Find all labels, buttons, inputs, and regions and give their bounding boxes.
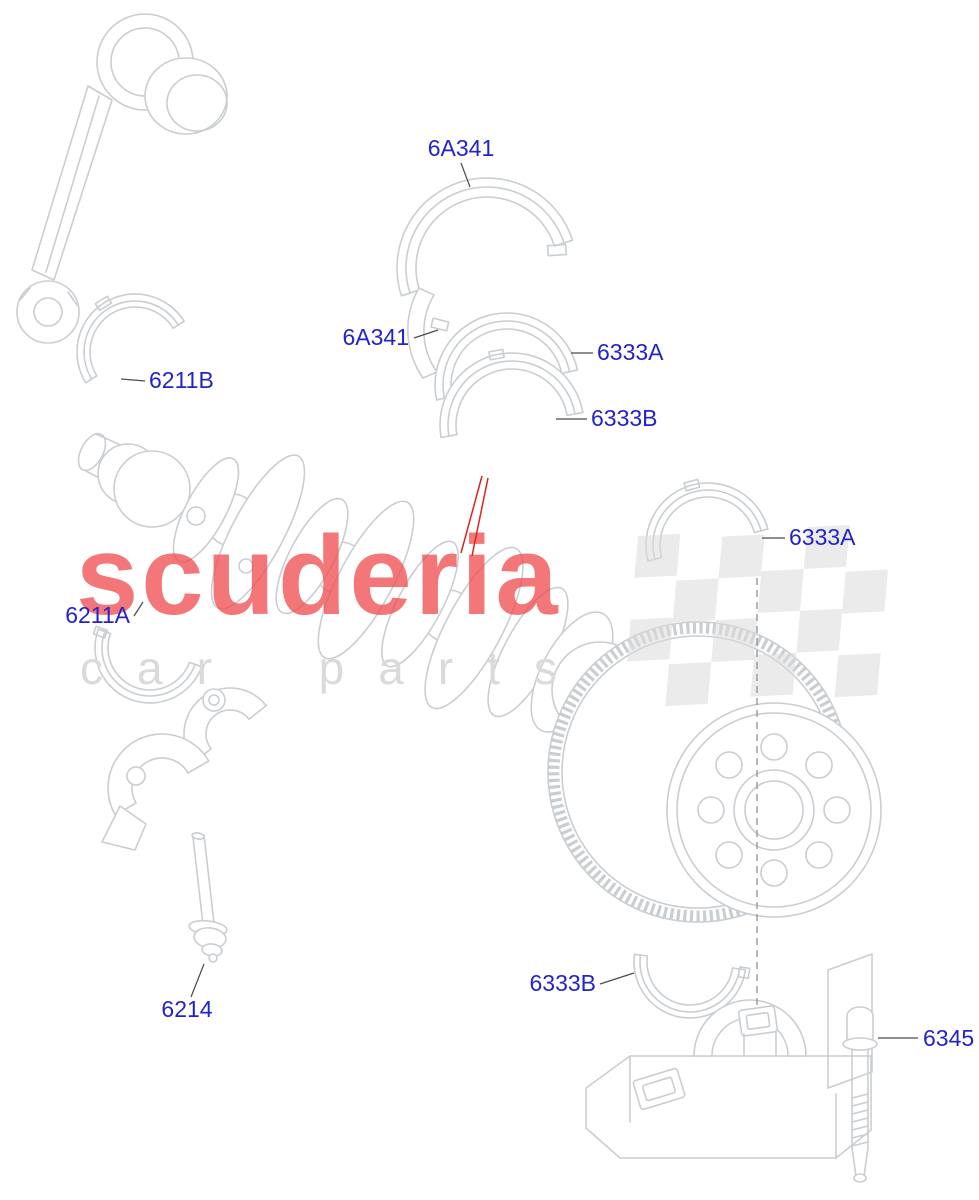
watermark-tagline-text: car parts xyxy=(80,642,591,694)
part-label-6211B[interactable]: 6211B xyxy=(149,367,214,393)
rod-cap-drawing xyxy=(101,687,268,851)
red-callout-line-2 xyxy=(471,477,489,557)
main-cap-bolt-6345-drawing xyxy=(842,1006,878,1183)
main-bearing-shell-6333A-right-drawing xyxy=(645,478,769,562)
rod-bearing-shell-6211B-drawing xyxy=(76,293,185,384)
part-label-6333A-center[interactable]: 6333A xyxy=(597,339,664,365)
watermark-brand-text: scuderia xyxy=(76,513,561,638)
main-bearing-shell-6333B-center-drawing xyxy=(439,348,584,439)
part-label-6333B-center[interactable]: 6333B xyxy=(591,405,658,431)
checkered-flag-watermark xyxy=(627,524,889,707)
main-bearing-shell-6333A-center-drawing xyxy=(434,312,579,401)
main-bearing-cap-drawing xyxy=(585,953,873,1159)
rod-bearing-shell-6211A-drawing xyxy=(92,625,203,704)
red-callout-line-1 xyxy=(460,475,483,554)
watermark: scuderia car parts xyxy=(76,513,889,707)
connecting-rod-drawing xyxy=(16,13,228,344)
thrust-washer-6A341-lower-drawing xyxy=(407,287,450,379)
part-label-6A341-top[interactable]: 6A341 xyxy=(428,135,495,161)
rod-bolt-6214-drawing xyxy=(188,832,228,963)
part-label-6211A[interactable]: 6211A xyxy=(65,602,130,628)
part-label-6333B-bottom[interactable]: 6333B xyxy=(529,970,596,996)
crank-flange-drawing xyxy=(666,702,882,918)
part-label-6214[interactable]: 6214 xyxy=(161,996,212,1022)
callouts: 6A341 6A341 6333A 6333B 6211B 6333A 6211… xyxy=(65,135,974,1051)
part-label-6A341-mid[interactable]: 6A341 xyxy=(342,324,409,350)
part-label-6333A-right[interactable]: 6333A xyxy=(789,524,856,550)
part-label-6345[interactable]: 6345 xyxy=(923,1025,974,1051)
thrust-washer-6A341-upper-drawing xyxy=(396,177,574,297)
